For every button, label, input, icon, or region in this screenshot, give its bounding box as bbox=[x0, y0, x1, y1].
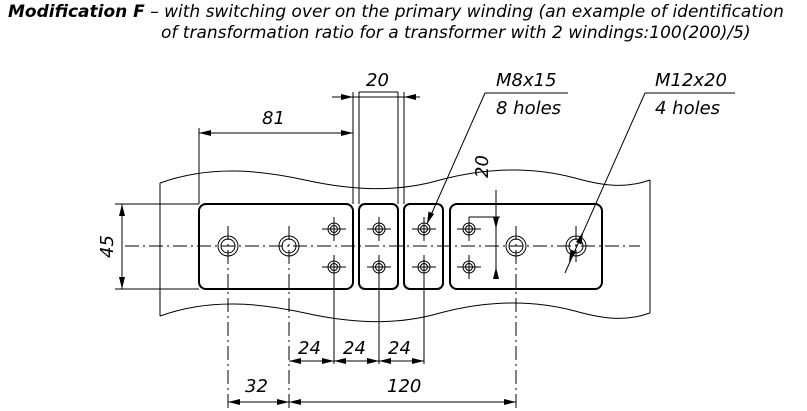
m12-hole bbox=[278, 226, 300, 408]
callout-m8-count: 8 holes bbox=[496, 98, 561, 119]
busbar-outline bbox=[159, 169, 651, 323]
m8-hole bbox=[457, 217, 481, 241]
dimension-24-chain: 24 24 24 bbox=[289, 338, 424, 364]
dimension-20-vertical-label: 20 bbox=[472, 155, 493, 178]
extension-lines bbox=[115, 92, 500, 364]
caption-line-1: Modification F – with switching over on … bbox=[8, 2, 803, 23]
m8-hole bbox=[322, 255, 346, 279]
dimension-bottom-chain: 32 120 bbox=[228, 376, 516, 405]
busbar-bottom-break-line bbox=[159, 302, 651, 323]
m8-hole bbox=[457, 255, 481, 279]
dimension-24-label-a: 24 bbox=[298, 338, 321, 359]
dimension-20-vertical: 20 bbox=[472, 155, 499, 279]
dimension-120-label: 120 bbox=[387, 376, 421, 397]
m8-hole bbox=[412, 217, 436, 241]
m8-hole bbox=[322, 217, 346, 241]
dimension-24-label-c: 24 bbox=[388, 338, 411, 359]
m12-hole bbox=[565, 226, 587, 262]
dimension-45-label: 45 bbox=[97, 235, 118, 258]
figure-caption: Modification F – with switching over on … bbox=[8, 2, 803, 44]
m8-hole bbox=[412, 255, 436, 279]
dimension-20-top-label: 20 bbox=[366, 70, 389, 91]
dimension-32-label: 32 bbox=[245, 376, 268, 397]
dimension-24-label-b: 24 bbox=[343, 338, 366, 359]
dimension-45: 45 bbox=[97, 204, 125, 289]
callout-m8: M8x15 8 holes bbox=[426, 70, 568, 225]
m8-hole bbox=[367, 217, 391, 241]
m8-holes bbox=[322, 217, 481, 279]
dimension-81: 81 bbox=[199, 108, 353, 136]
caption-line-1-text: – with switching over on the primary win… bbox=[144, 2, 784, 22]
callout-m12-thread: M12x20 bbox=[655, 70, 727, 91]
m12-hole bbox=[217, 226, 239, 408]
busbar-top-break-line bbox=[159, 169, 651, 190]
m12-hole bbox=[505, 226, 527, 408]
m8-hole bbox=[367, 255, 391, 279]
caption-line-2: of transformation ratio for a transforme… bbox=[161, 23, 751, 43]
callout-m12-count: 4 holes bbox=[655, 98, 720, 119]
dimension-81-label: 81 bbox=[262, 108, 285, 129]
caption-modification-label: Modification F bbox=[8, 2, 145, 22]
dimension-20-top: 20 bbox=[332, 70, 420, 100]
m12-holes bbox=[217, 226, 587, 408]
callout-m12: M12x20 4 holes bbox=[564, 70, 735, 274]
callout-m8-thread: M8x15 bbox=[496, 70, 557, 91]
